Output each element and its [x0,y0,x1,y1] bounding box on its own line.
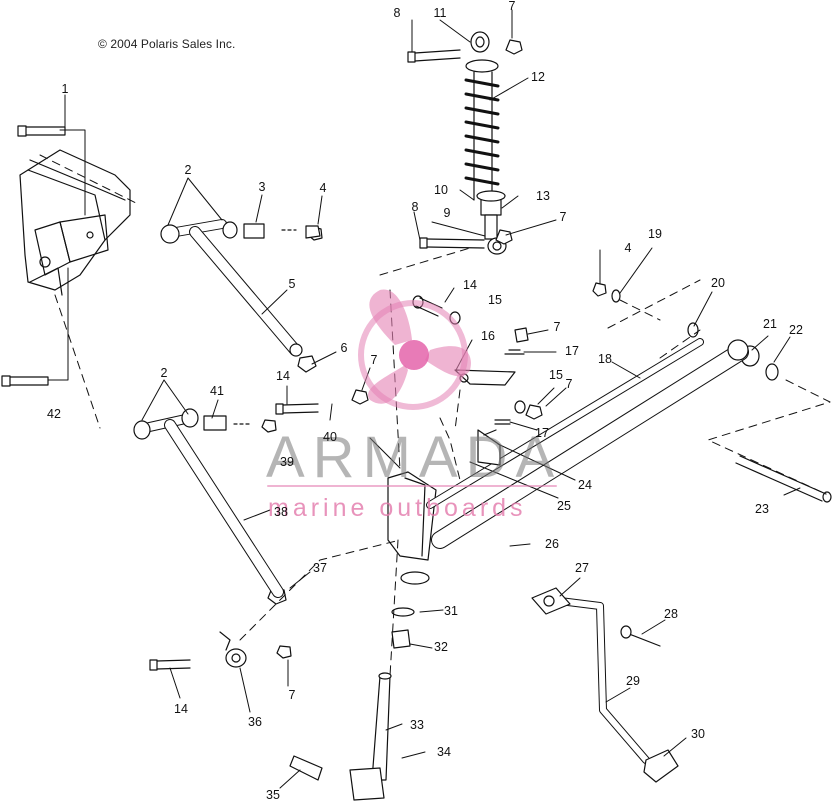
frame-bracket [19,149,131,296]
lower-a-arm [133,408,284,598]
callout-1: 1 [61,82,69,96]
callout-37: 37 [313,561,327,575]
callout-8a: 8 [393,6,401,20]
callout-36: 36 [248,715,262,729]
callout-39: 39 [280,455,294,469]
callout-11: 11 [433,6,447,20]
callout-26: 26 [545,537,559,551]
callout-6: 6 [340,341,348,355]
callout-22: 22 [789,323,803,337]
upper-a-arm [160,219,321,357]
callout-4a: 4 [319,181,327,195]
tie-rod-end [219,631,247,668]
callout-7a: 7 [370,353,378,367]
callout-17b: 17 [535,426,549,440]
callout-5: 5 [288,277,296,291]
callout-24: 24 [578,478,592,492]
callout-38: 38 [274,505,288,519]
callout-17a: 17 [565,344,579,358]
watermark-tagline: marine outboards [268,494,527,522]
callout-30: 30 [691,727,705,741]
nuts-washers [261,39,779,659]
callout-21: 21 [763,317,777,331]
callout-4b: 4 [624,241,632,255]
callout-8b: 8 [411,200,419,214]
callout-13: 13 [536,189,550,203]
steering-arm [531,587,679,783]
callout-20: 20 [711,276,725,290]
callout-12: 12 [531,70,545,84]
copyright-text: © 2004 Polaris Sales Inc. [98,37,236,51]
dashed-lines [39,154,831,677]
callout-18: 18 [598,352,612,366]
callout-40: 40 [323,430,337,444]
callout-2a: 2 [184,163,192,177]
callout-34: 34 [437,745,451,759]
callout-19: 19 [648,227,662,241]
callout-9: 9 [443,206,451,220]
callout-2b: 2 [160,366,168,380]
callout-29: 29 [626,674,640,688]
callout-32: 32 [434,640,448,654]
callout-14b: 14 [276,369,290,383]
callout-33: 33 [410,718,424,732]
callout-25: 25 [557,499,571,513]
callout-31: 31 [444,604,458,618]
callout-35: 35 [266,788,280,802]
watermark-logo [267,289,557,487]
spindle [387,471,437,649]
callout-14c: 14 [174,702,188,716]
shock-absorber [464,31,507,255]
callout-7e: 7 [565,377,573,391]
bolts [1,49,832,671]
trailing-arm [426,338,749,549]
callout-7b: 7 [508,0,516,13]
callout-7f: 7 [288,688,296,702]
callout-15a: 15 [488,293,502,307]
ball-joint [477,429,501,466]
leader-lines [47,9,801,789]
callout-23: 23 [755,502,769,516]
watermark-name: ARMADA [266,425,563,490]
callout-41: 41 [210,384,224,398]
callout-27: 27 [575,561,589,575]
callout-7c: 7 [559,210,567,224]
callout-42: 42 [47,407,61,421]
callout-28: 28 [664,607,678,621]
callout-7d: 7 [553,320,561,334]
callout-3: 3 [258,180,266,194]
callout-10: 10 [434,183,448,197]
callout-16: 16 [481,329,495,343]
callout-14a: 14 [463,278,477,292]
ski-spindle-shaft [289,672,392,801]
callout-15b: 15 [549,368,563,382]
